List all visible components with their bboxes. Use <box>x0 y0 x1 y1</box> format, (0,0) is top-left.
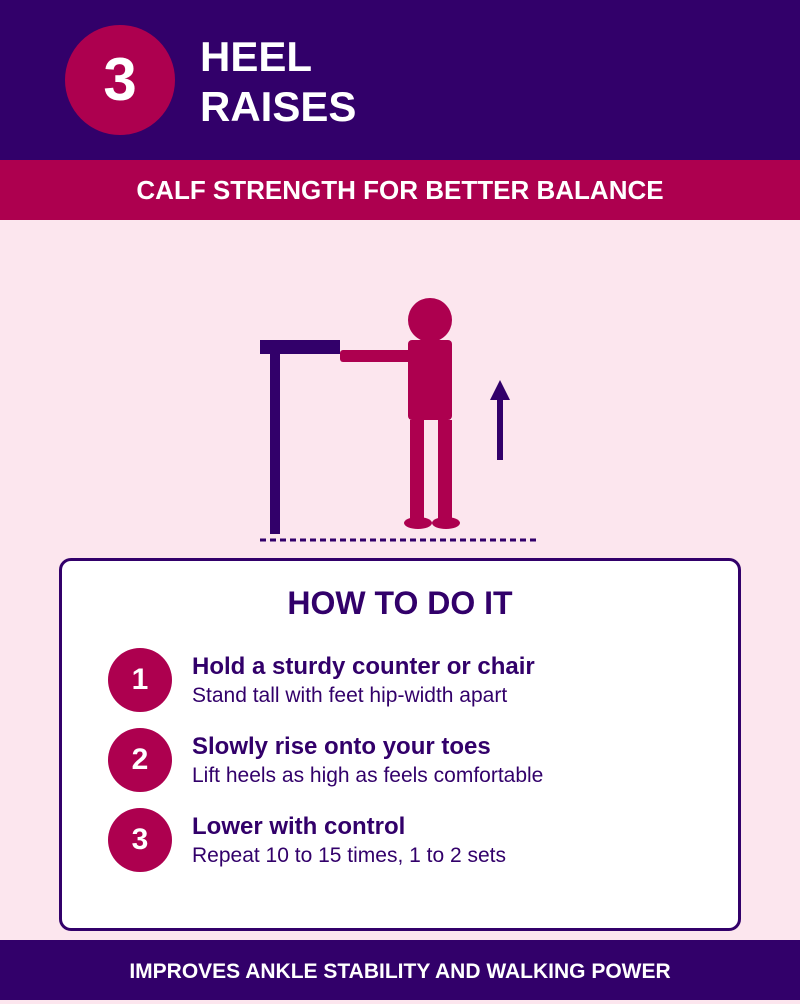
up-arrow-icon <box>490 380 510 460</box>
step-item: 3 Lower with control Repeat 10 to 15 tim… <box>108 808 708 872</box>
step-number-badge: 1 <box>108 648 172 712</box>
step-heading: Slowly rise onto your toes <box>192 733 491 760</box>
counter-icon <box>260 340 340 534</box>
person-figure-icon <box>340 298 460 529</box>
instructions-card: HOW TO DO IT 1 Hold a sturdy counter or … <box>59 558 741 931</box>
step-detail: Lift heels as high as feels comfortable <box>192 764 544 787</box>
step-detail: Stand tall with feet hip-width apart <box>192 684 508 707</box>
step-item: 1 Hold a sturdy counter or chair Stand t… <box>108 648 708 712</box>
step-number-badge: 2 <box>108 728 172 792</box>
subtitle-banner: CALF STRENGTH FOR BETTER BALANCE <box>0 160 800 220</box>
step-heading: Hold a sturdy counter or chair <box>192 653 535 680</box>
exercise-title: HEEL RAISES <box>200 32 356 132</box>
title-line-2: RAISES <box>200 83 357 130</box>
step-number-badge: 3 <box>108 808 172 872</box>
title-line-1: HEEL <box>200 33 313 80</box>
footer-banner: IMPROVES ANKLE STABILITY AND WALKING POW… <box>0 940 800 1000</box>
exercise-number-badge: 3 <box>65 25 175 135</box>
heel-raise-illustration <box>260 298 538 542</box>
header-banner: 3 HEEL RAISES <box>0 0 800 160</box>
step-item: 2 Slowly rise onto your toes Lift heels … <box>108 728 708 792</box>
step-heading: Lower with control <box>192 813 406 840</box>
step-detail: Repeat 10 to 15 times, 1 to 2 sets <box>192 844 507 867</box>
instructions-title: HOW TO DO IT <box>287 585 513 621</box>
